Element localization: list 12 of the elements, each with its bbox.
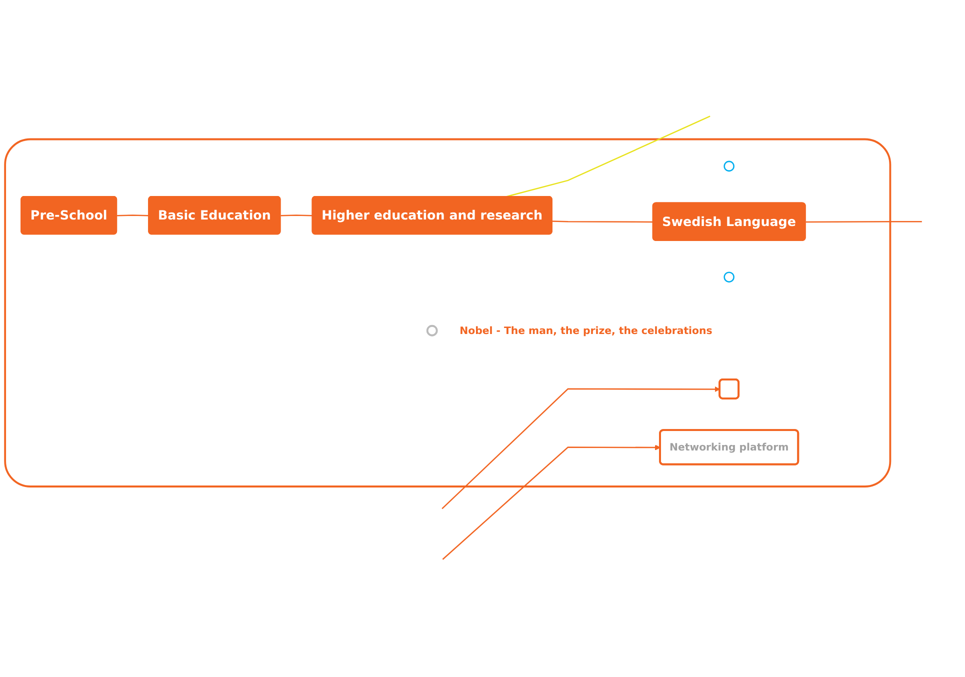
connector	[552, 220, 653, 223]
node-circle	[724, 161, 734, 172]
arrow	[442, 445, 661, 560]
node-circle	[724, 272, 734, 283]
connector	[117, 214, 149, 217]
cluster	[4, 138, 892, 488]
connector	[806, 221, 922, 223]
connector	[506, 116, 710, 198]
node-label: Nobel - The man, the prize, the celebrations	[460, 324, 712, 337]
arrow	[442, 386, 720, 510]
node-circle	[426, 325, 438, 337]
connector	[280, 214, 312, 217]
